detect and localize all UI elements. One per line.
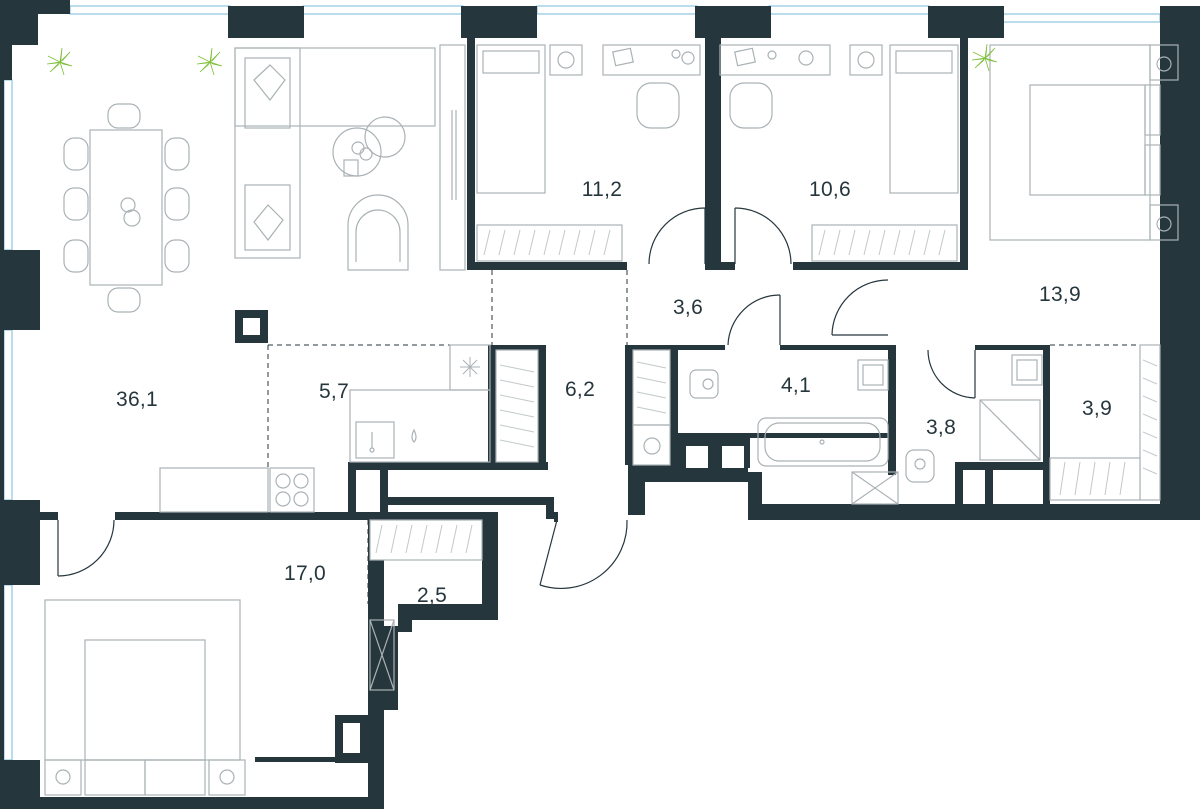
room-area-corridor: 3,6 <box>672 296 704 319</box>
room-area-bedroom-2: 10,6 <box>808 178 852 201</box>
room-area-kitchen: 5,7 <box>318 380 350 403</box>
wardrobe-corridor <box>632 349 671 466</box>
room-area-shower-room: 3,8 <box>925 416 957 439</box>
room-area-bedroom-1: 11,2 <box>581 178 623 201</box>
room-area-bathroom: 4,1 <box>780 374 812 397</box>
room-area-hall: 6,2 <box>564 378 596 401</box>
room-area-bedroom-3: 17,0 <box>283 562 327 585</box>
room-area-living: 36,1 <box>115 388 159 411</box>
plants <box>46 43 998 76</box>
wardrobe-hall <box>495 349 539 463</box>
room-area-dressing-room: 3,9 <box>1081 397 1113 420</box>
plant-icon <box>46 47 73 76</box>
wardrobe-storage <box>369 519 483 691</box>
room-area-master-bedroom: 13,9 <box>1038 283 1082 306</box>
wardrobe-bedroom-1 <box>476 224 623 262</box>
furniture <box>44 44 1179 796</box>
plant-icon <box>971 43 998 72</box>
plant-icon <box>196 47 223 76</box>
wardrobe-dressing <box>1049 344 1161 501</box>
wardrobe-bedroom-2 <box>811 224 958 262</box>
room-area-storage: 2,5 <box>416 584 448 607</box>
doors <box>57 207 976 590</box>
